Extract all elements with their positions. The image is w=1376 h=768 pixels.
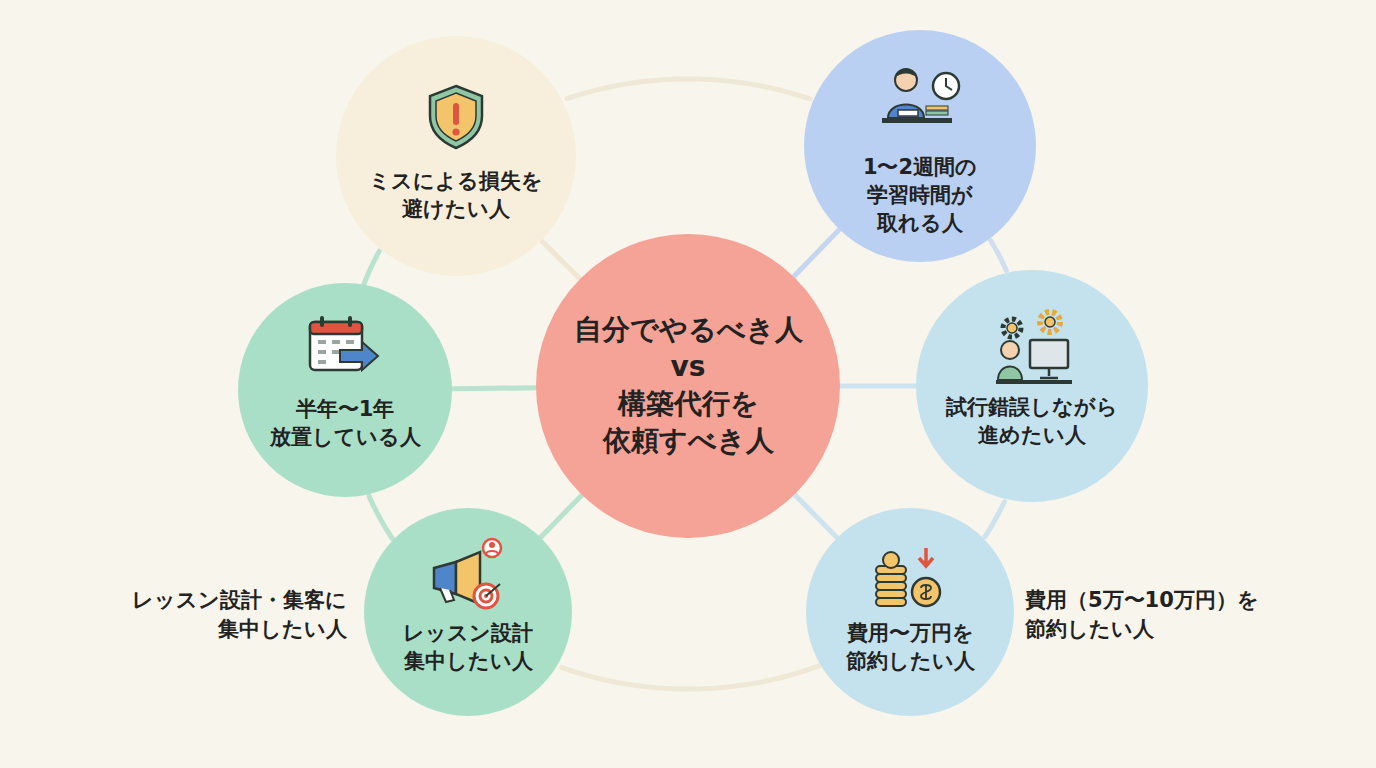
ring-connector xyxy=(991,241,1007,271)
ring-connector xyxy=(364,251,379,283)
topic-circle: 1〜2週間の 学習時間が 取れる人 xyxy=(804,30,1036,262)
topic-circle: 試行錯誤しながら 進めたい人 xyxy=(916,270,1148,502)
center-circle: 自分でやるべき人 vs 構築代行を 依頼すべき人 xyxy=(536,234,840,538)
trial-icon xyxy=(996,312,1072,384)
circle-shape xyxy=(238,283,452,497)
circle-shape xyxy=(916,270,1148,502)
topic-circle: ミスによる損失を 避けたい人 xyxy=(336,36,576,276)
ring-connector xyxy=(369,496,392,538)
circle-shape xyxy=(336,36,576,276)
ring-connector xyxy=(985,502,1004,537)
topic-circle: 費用〜万円を 節約したい人 xyxy=(806,508,1014,716)
circle-label: 半年〜1年 放置している人 xyxy=(270,396,421,451)
spoke-connector xyxy=(541,495,583,538)
coins-icon xyxy=(876,548,940,606)
circle-label: 費用〜万円を 節約したい人 xyxy=(846,620,975,675)
ring-connector xyxy=(567,79,810,99)
topic-circle: レッスン設計 集中したい人 xyxy=(364,508,572,716)
spoke-connector xyxy=(452,388,536,389)
spoke-connector xyxy=(541,241,580,280)
circle-label: 試行錯誤しながら 進めたい人 xyxy=(946,394,1118,449)
calendar-icon xyxy=(310,316,378,370)
megaphone-icon xyxy=(434,539,501,608)
circle-label: 1〜2週間の 学習時間が 取れる人 xyxy=(863,154,977,237)
side-label: 費用（5万〜10万円）を 節約したい人 xyxy=(1025,586,1259,645)
side-label: レッスン設計・集客に 集中したい人 xyxy=(132,586,347,645)
ring-connector xyxy=(562,666,820,689)
spoke-connector xyxy=(840,384,916,389)
circle-label: レッスン設計 集中したい人 xyxy=(403,620,533,675)
circle-shape xyxy=(806,508,1014,716)
topic-circle: 半年〜1年 放置している人 xyxy=(238,283,452,497)
shield-icon xyxy=(430,86,482,148)
spoke-connector xyxy=(794,229,840,276)
spoke-connector xyxy=(795,494,838,537)
study-icon xyxy=(882,69,959,123)
center-title: 自分でやるべき人 vs 構築代行を 依頼すべき人 xyxy=(574,312,803,460)
circle-label: ミスによる損失を 避けたい人 xyxy=(369,168,543,223)
circle-shape xyxy=(364,508,572,716)
circle-shape xyxy=(536,234,840,538)
